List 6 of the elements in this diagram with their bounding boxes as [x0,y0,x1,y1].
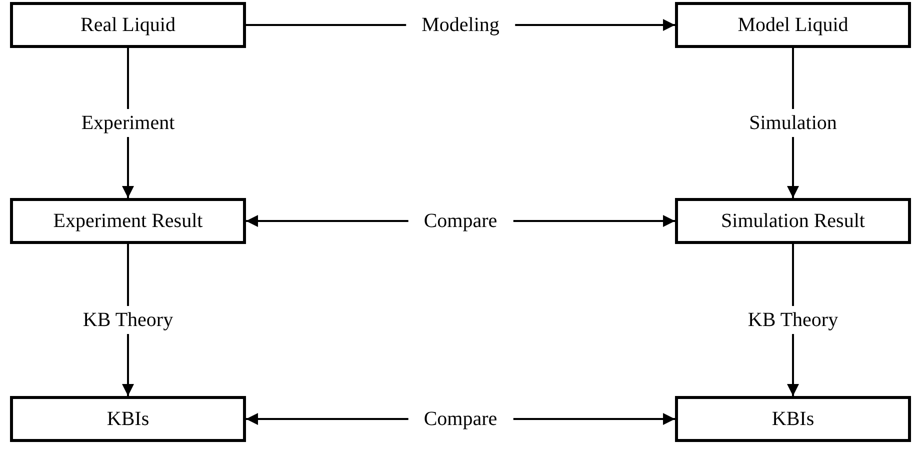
process-box: KBIs [10,396,246,442]
process-box: Experiment Result [10,198,246,244]
process-box: Real Liquid [10,2,246,48]
process-box: KBIs [675,396,911,442]
process-box: Model Liquid [675,2,911,48]
process-box: Simulation Result [675,198,911,244]
